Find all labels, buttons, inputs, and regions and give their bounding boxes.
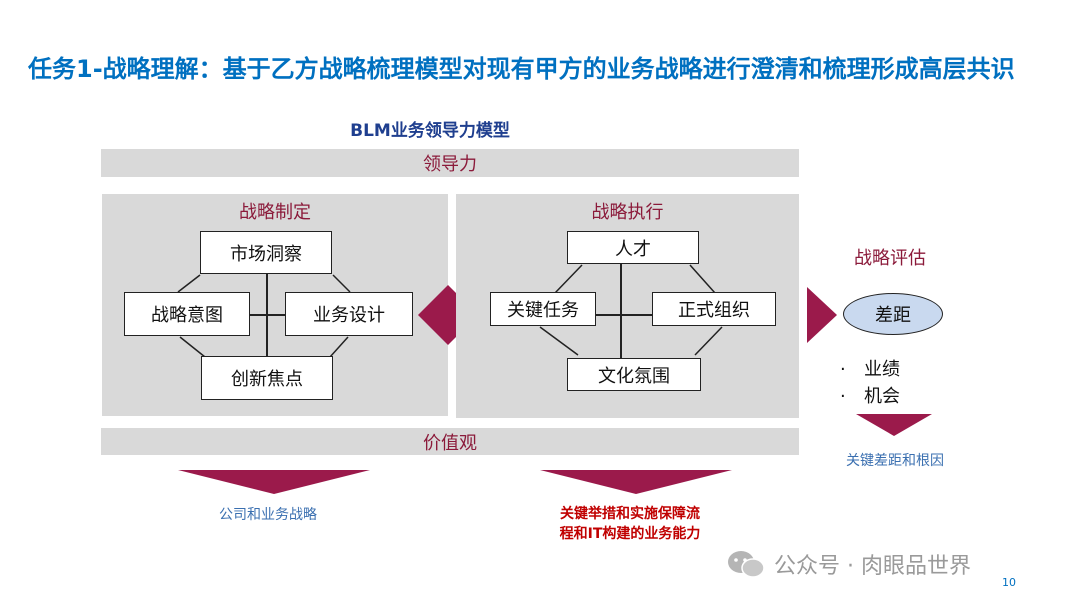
talent-box: 人才 xyxy=(567,231,699,264)
execution-vertical-line xyxy=(620,264,622,358)
business-design-label: 业务设计 xyxy=(313,305,385,326)
bullet-performance-label: 业绩 xyxy=(864,359,900,380)
key-gap-note: 关键差距和根因 xyxy=(846,453,944,469)
down-arrow-evaluation-icon xyxy=(856,414,932,436)
formulation-title: 战略制定 xyxy=(239,202,311,223)
bullet-item-performance: ·业绩 xyxy=(840,359,900,380)
watermark: 公众号 · 肉眼品世界 xyxy=(726,548,971,580)
strategic-intent-label: 战略意图 xyxy=(151,305,223,326)
values-bar: 价值观 xyxy=(101,428,799,455)
formulation-vertical-line xyxy=(266,274,268,358)
model-title: BLM业务领导力模型 xyxy=(350,121,510,141)
page-number: 10 xyxy=(1002,576,1016,589)
formal-organization-label: 正式组织 xyxy=(678,300,750,321)
innovation-focus-label: 创新焦点 xyxy=(231,369,303,390)
execution-connector-lines xyxy=(539,264,723,356)
leadership-bar: 领导力 xyxy=(101,149,799,177)
company-strategy-note: 公司和业务战略 xyxy=(219,507,317,523)
formulation-connector-lines xyxy=(177,274,351,358)
talent-label: 人才 xyxy=(615,238,651,260)
business-design-box: 业务设计 xyxy=(285,292,413,336)
evaluation-title: 战略评估 xyxy=(854,248,926,269)
formulation-horizontal-line xyxy=(250,314,286,316)
down-arrow-strategy-icon xyxy=(178,470,370,494)
leadership-label: 领导力 xyxy=(423,154,477,175)
execution-title: 战略执行 xyxy=(591,202,664,223)
values-label: 价值观 xyxy=(423,432,477,454)
down-arrow-execution-icon xyxy=(540,470,732,494)
strategic-intent-box: 战略意图 xyxy=(124,292,250,336)
formal-organization-box: 正式组织 xyxy=(652,292,776,326)
key-initiatives-line1: 关键举措和实施保障流 xyxy=(560,506,700,522)
culture-climate-box: 文化氛围 xyxy=(567,358,701,391)
execution-horizontal-line xyxy=(596,314,652,316)
market-insight-box: 市场洞察 xyxy=(200,231,332,274)
bullet-item-opportunity: ·机会 xyxy=(840,386,900,407)
gap-ellipse: 差距 xyxy=(843,293,943,335)
key-initiatives-note: 关键举措和实施保障流 程和IT构建的业务能力 xyxy=(520,504,740,544)
market-insight-label: 市场洞察 xyxy=(230,243,302,265)
wechat-icon xyxy=(728,551,765,578)
right-arrow-icon xyxy=(807,287,837,343)
critical-tasks-box: 关键任务 xyxy=(490,292,596,326)
bullet-opportunity-label: 机会 xyxy=(864,386,900,407)
innovation-focus-box: 创新焦点 xyxy=(201,356,333,400)
watermark-text: 公众号 · 肉眼品世界 xyxy=(774,554,971,579)
culture-climate-label: 文化氛围 xyxy=(598,365,670,387)
evaluation-bullet-list: ·业绩 ·机会 xyxy=(840,356,900,410)
page-title: 任务1-战略理解：基于乙方战略梳理模型对现有甲方的业务战略进行澄清和梳理形成高层… xyxy=(28,55,1015,83)
key-initiatives-line2: 程和IT构建的业务能力 xyxy=(559,526,701,542)
critical-tasks-label: 关键任务 xyxy=(507,300,579,321)
gap-label: 差距 xyxy=(875,305,911,326)
